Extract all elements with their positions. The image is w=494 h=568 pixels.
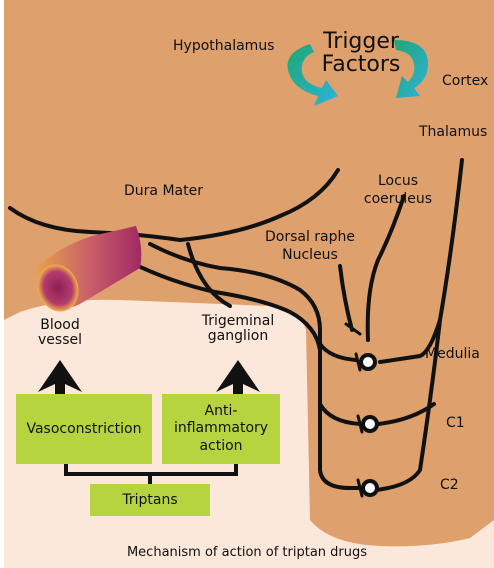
cortex-label: Cortex bbox=[442, 74, 488, 89]
triptans-box: Triptans bbox=[90, 484, 210, 516]
c2-label: C2 bbox=[440, 478, 459, 493]
trigeminal-ganglion-label: Trigeminal ganglion bbox=[192, 314, 284, 345]
c1-label: C1 bbox=[446, 416, 465, 431]
anti-line1: Anti- bbox=[205, 403, 238, 421]
caption: Mechanism of action of triptan drugs bbox=[0, 546, 494, 560]
vasoconstriction-box: Vasoconstriction bbox=[16, 394, 152, 464]
dorsal-line2: Nucleus bbox=[255, 246, 365, 264]
blood-line1: Blood bbox=[30, 318, 90, 333]
locus-line2: coeruleus bbox=[358, 190, 438, 208]
trigger-line1: Trigger bbox=[318, 30, 404, 53]
anti-line3: action bbox=[199, 438, 242, 456]
vasoconstriction-text: Vasoconstriction bbox=[26, 421, 141, 437]
trigeminal-line1: Trigeminal bbox=[192, 314, 284, 329]
hypothalamus-label: Hypothalamus bbox=[173, 39, 274, 54]
trigger-factors-label: Trigger Factors bbox=[318, 30, 404, 76]
dorsal-raphe-label: Dorsal raphe Nucleus bbox=[255, 228, 365, 264]
anti-line2: inflammatory bbox=[174, 420, 268, 438]
blood-line2: vessel bbox=[30, 333, 90, 348]
dorsal-line1: Dorsal raphe bbox=[255, 228, 365, 246]
triptans-text: Triptans bbox=[122, 492, 177, 508]
synapse-c1 bbox=[363, 417, 377, 431]
anti-inflammatory-box: Anti- inflammatory action bbox=[162, 394, 280, 464]
locus-coeruleus-label: Locus coeruleus bbox=[358, 172, 438, 208]
trigeminal-line2: ganglion bbox=[192, 329, 284, 344]
dura-mater-label: Dura Mater bbox=[124, 184, 203, 199]
medulla-label: Medulia bbox=[425, 347, 480, 362]
synapse-c2 bbox=[363, 481, 377, 495]
thalamus-label: Thalamus bbox=[419, 125, 487, 140]
blood-vessel-label: Blood vessel bbox=[30, 318, 90, 349]
trigger-line2: Factors bbox=[318, 53, 404, 76]
synapse-medulla bbox=[361, 355, 375, 369]
locus-line1: Locus bbox=[358, 172, 438, 190]
